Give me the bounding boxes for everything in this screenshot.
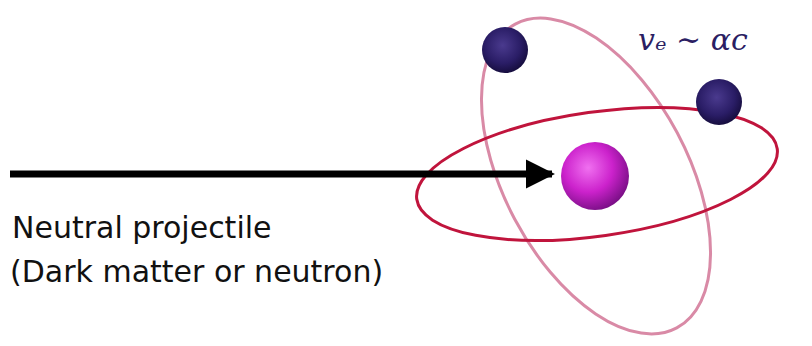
projectile-label: Neutral projectile — [12, 210, 272, 246]
electron — [696, 79, 742, 125]
projectile-arrow — [10, 171, 552, 178]
electron — [482, 27, 528, 73]
velocity-label: vₑ ∼ αc — [638, 22, 748, 58]
nucleus — [561, 142, 629, 210]
projectile-note: (Dark matter or neutron) — [10, 254, 383, 290]
